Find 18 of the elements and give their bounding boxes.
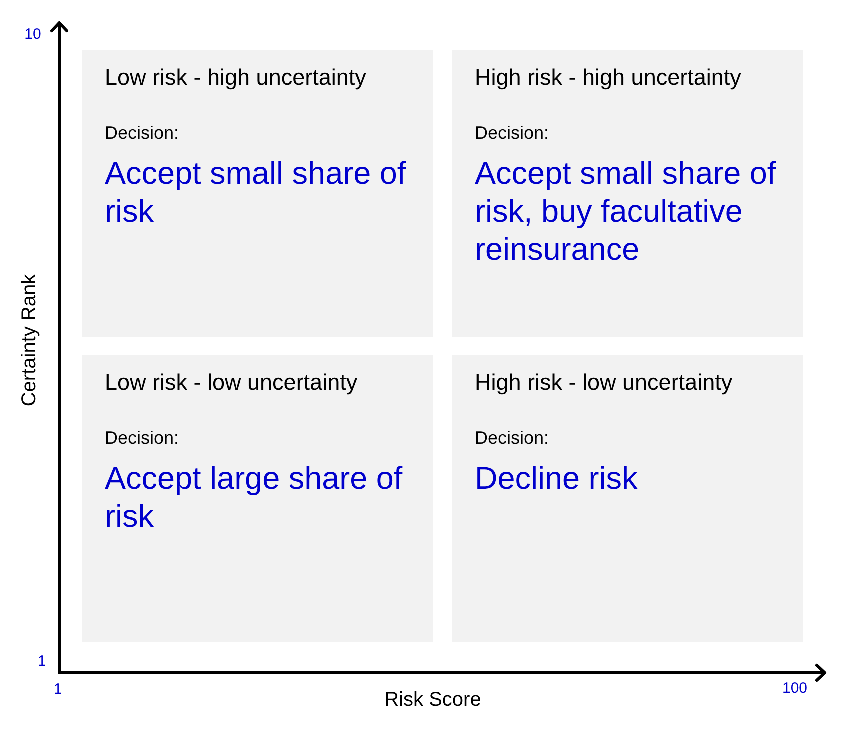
quadrant-heading: Low risk - low uncertainty — [105, 370, 358, 396]
quadrant-heading: High risk - low uncertainty — [475, 370, 733, 396]
axis-title: Certainty Rank — [18, 274, 42, 406]
decision-label: Decision: — [105, 122, 180, 144]
quadrant-heading: High risk - high uncertainty — [475, 65, 742, 91]
decision-text: Accept large share of risk — [105, 459, 404, 535]
decision-label: Decision: — [475, 427, 550, 449]
axis-tick-label: 10 — [24, 26, 42, 44]
axis-tick-label: 1 — [54, 681, 62, 699]
decision-label: Decision: — [475, 122, 550, 144]
axis-tick-label: 100 — [782, 680, 808, 698]
decision-text: Accept small share of risk, buy facultative reinsurance — [475, 154, 778, 268]
axis-tick-label: 1 — [38, 653, 46, 671]
decision-text: Accept small share of risk — [105, 154, 408, 230]
quadrant-heading: Low risk - high uncertainty — [105, 65, 366, 91]
decision-label: Decision: — [105, 427, 180, 449]
axis-title: Risk Score — [384, 688, 482, 712]
decision-text: Decline risk — [475, 459, 638, 497]
